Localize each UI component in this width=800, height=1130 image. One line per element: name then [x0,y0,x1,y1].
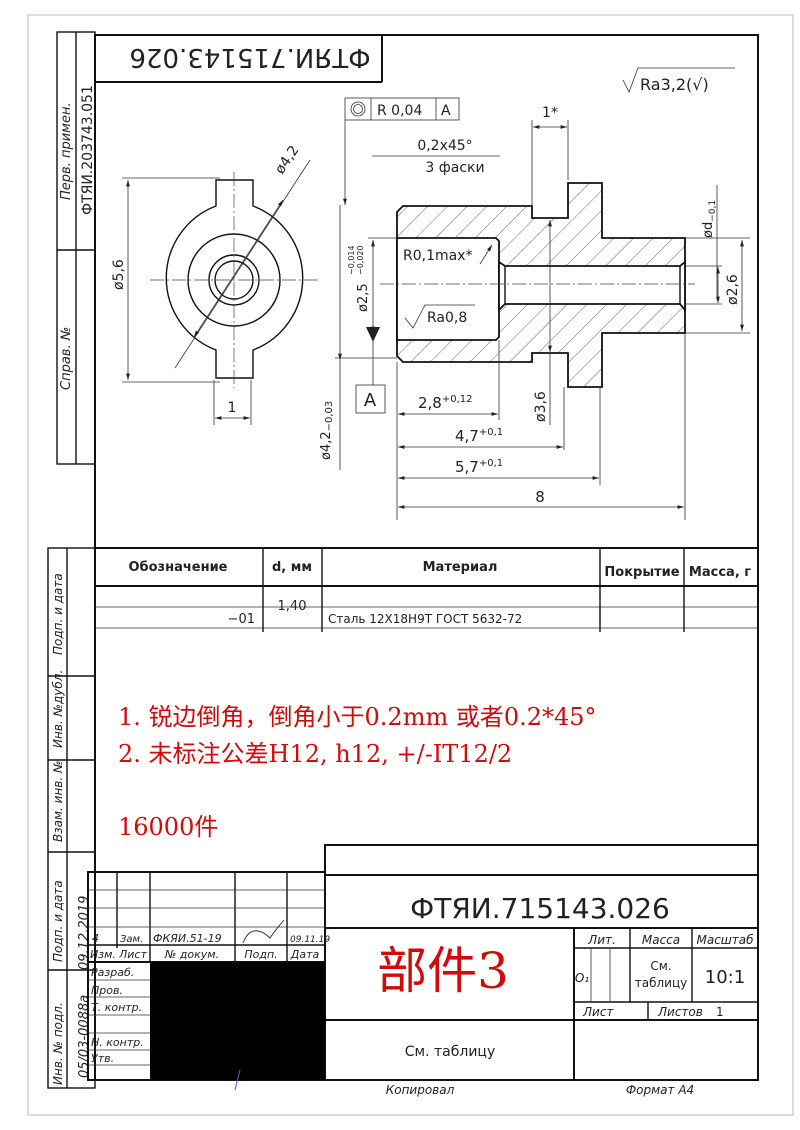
mass-value-1: См. [650,959,671,973]
change-list: Зам. [120,934,143,945]
end-dim-diameter: ø4,2 [272,143,303,178]
row-material: Сталь 12Х18Н9Т ГОСТ 5632-72 [328,612,522,626]
header-mass: Масса, г [689,565,751,580]
notes: 1. 锐边倒角，倒角小于0.2mm 或者0.2*45° 2. 未标注公差H12,… [118,703,597,841]
bore-tol-lower: −0,020 [356,245,365,275]
scale-value: 10:1 [705,967,745,988]
len-dim-3: 5,7+0,1 [455,458,503,476]
outer-dim: ø4,2−0,03 [319,401,335,460]
sheets-label: Листов [657,1005,703,1019]
hole-dim: ø2,6 [725,274,741,305]
variant-table: Обозначение d, мм Материал Покрытие Масс… [95,547,758,632]
row-designation: −01 [228,612,255,627]
d-dim: ød−0,1 [701,200,718,238]
vzam-inv-label: Взам. инв. № [51,761,65,842]
signature-trace [234,1069,241,1091]
role-razrab: Разраб. [91,966,134,979]
sheet-label: Лист [582,1005,614,1019]
len-dim-2: 4,7+0,1 [455,427,503,445]
groove-width-dim: 1* [542,105,558,121]
title-block: ФТЯИ.715143.026 部件3 См. таблицу Лит. Мас… [324,844,758,1097]
col-doc-no: № докум. [164,948,219,961]
mass-value-2: таблицу [635,976,687,990]
datum-a: A [364,390,377,411]
change-block: 4 Зам. ФКЯИ.51-19 09.11.19 Изм. Лист № д… [87,871,330,1091]
mass-label: Масса [642,933,680,947]
note-quantity: 16000件 [118,813,218,841]
col-date: Дата [290,948,320,961]
title-part-name: 部件3 [377,942,509,1000]
role-n-kontr: Н. контр. [91,1036,144,1049]
bore-tol-upper: −0,014 [347,245,356,275]
scale-label: Масштаб [696,933,754,947]
len-dim-1: 2,8+0,12 [418,394,473,412]
title-material: См. таблицу [405,1044,495,1060]
left-strip-upper: Перв. примен. ФТЯИ.203743.051 Справ. № [56,31,96,465]
end-dim-key: 1 [228,400,237,416]
header-designation: Обозначение [128,560,227,575]
sprav-no-label: Справ. № [59,327,74,390]
format-label: Формат А4 [626,1083,694,1097]
section-view: R 0,04 A 0,2x45° 3 фаски 1* R0,1max* Ra0… [319,97,750,520]
header-d: d, мм [272,560,312,575]
podp-data-label-1: Подп. и дата [51,573,65,655]
roughness-bore: Ra0,8 [427,310,467,326]
podp-data-label-2: Подп. и дата [51,880,65,962]
role-utv: Утв. [91,1052,114,1065]
chamfer-note-1: 0,2x45° [417,138,472,154]
inv-dubl-label: Инв. №дубл. [51,670,65,748]
header-material: Материал [423,560,498,575]
inv-podl-label: Инв. № подл. [51,1002,65,1085]
top-code-box: ФТЯИ.715143.026 [95,35,383,83]
bore-dim: ø2,5 [356,283,371,312]
change-date: 09.11.19 [290,935,330,945]
chamfer-note-2: 3 фаски [425,160,484,176]
end-view: ø4,2 ø5,6 1 [111,143,318,425]
tolerance-datum: A [441,103,451,119]
role-prov: Пров. [91,984,123,997]
lit-label: Лит. [587,933,616,947]
col-podp: Подп. [244,948,277,961]
tolerance-value: R 0,04 [377,103,422,119]
note-line-2: 2. 未标注公差H12, h12, +/-IT12/2 [118,740,512,768]
title-designation: ФТЯИ.715143.026 [410,892,670,925]
groove-dia-dim: ø3,6 [533,391,549,422]
perv-primen-value: ФТЯИ.203743.051 [80,85,96,215]
roughness-general: Ra3,2(√) [622,67,735,94]
col-izm: Изм. [90,948,116,961]
redacted-area [150,962,325,1080]
perv-primen-label: Перв. примен. [59,102,74,200]
header-coating: Покрытие [604,565,679,580]
inv-podl-value: 05/03-0088а [77,995,92,1078]
change-izm: 4 [92,932,99,945]
trim-border [27,14,794,1116]
col-list: Лист [118,948,147,961]
roughness-general-text: Ra3,2(√) [640,75,709,94]
lit-value: О₁ [575,971,589,985]
copied-label: Копировал [386,1083,455,1097]
signature-mark [242,919,285,944]
change-doc-no: ФКЯИ.51-19 [153,932,222,945]
sheets-value: 1 [716,1005,724,1019]
role-t-kontr: Т. контр. [91,1001,142,1014]
end-dim-outer: ø5,6 [111,259,127,290]
row-d: 1,40 [278,599,307,614]
len-dim-total: 8 [535,488,545,506]
note-line-1: 1. 锐边倒角，倒角小于0.2mm 或者0.2*45° [118,703,597,731]
radius-note: R0,1max* [403,248,473,264]
reversed-designation: ФТЯИ.715143.026 [129,42,370,72]
